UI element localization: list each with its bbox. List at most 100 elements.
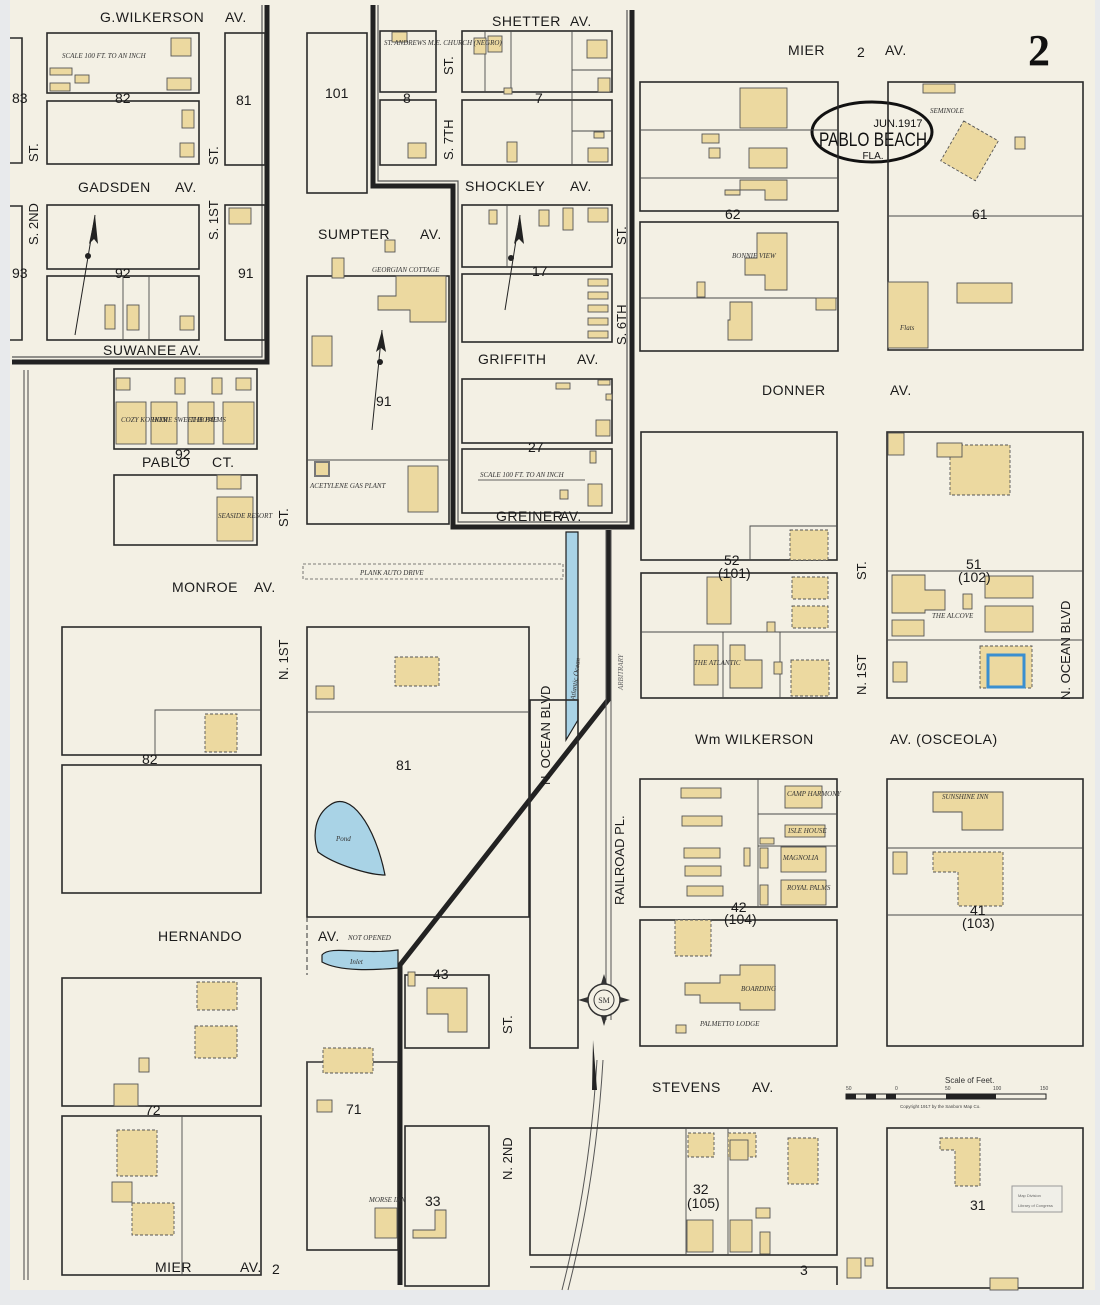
- label-boarding: BOARDING: [741, 985, 776, 993]
- map-paper: [10, 0, 1095, 1290]
- block-42: 42: [731, 899, 747, 915]
- cartouche-place: PABLO BEACH: [819, 130, 927, 151]
- label-bonnie-view: BONNIE VIEW: [732, 252, 777, 260]
- cartouche-date: JUN.1917: [874, 118, 923, 130]
- street-s-1st: S. 1ST: [206, 200, 221, 240]
- label-inlet: Inlet: [349, 958, 364, 966]
- street-gadsden: GADSDEN: [78, 179, 151, 195]
- street-mier-north-av: AV.: [885, 42, 907, 58]
- block-91-north: 91: [238, 265, 254, 281]
- title-cartouche: JUN.1917 PABLO BEACH FLA.: [810, 100, 934, 164]
- street-n-1st: N. 1ST: [276, 639, 291, 680]
- street-st-7th-north: ST.: [441, 56, 456, 75]
- bottom-blocks: [529, 1127, 1084, 1291]
- street-griffith: GRIFFITH: [478, 351, 547, 367]
- scale-tick: 100: [993, 1086, 1002, 1092]
- stamp-line-1: Map Division: [1018, 1193, 1041, 1198]
- street-st-n2nd: ST.: [500, 1015, 515, 1034]
- street-st-n1st-top: ST.: [276, 508, 291, 527]
- cartouche-state: FLA.: [862, 151, 883, 162]
- street-s-6th: S. 6TH: [614, 305, 629, 345]
- block-41-sub: (103): [962, 915, 995, 931]
- street-mier-south-av: AV.: [240, 1259, 262, 1275]
- label-seminole: SEMINOLE: [930, 107, 965, 115]
- block-41: 41: [970, 902, 986, 918]
- inlet: [321, 949, 399, 971]
- scale-note-1: SCALE 100 FT. TO AN INCH: [62, 52, 147, 60]
- label-magnolia: MAGNOLIA: [782, 854, 819, 862]
- concrete-block-building: [986, 653, 1026, 689]
- block-82-south: 82: [142, 751, 158, 767]
- street-wm-wilkerson: Wm WILKERSON: [695, 731, 814, 747]
- block-81-north: 81: [236, 92, 252, 108]
- label-the-alcove: THE ALCOVE: [932, 612, 974, 620]
- street-n-ocean-blvd-west: N. OCEAN BLVD: [538, 686, 553, 785]
- block-91-south: 91: [376, 393, 392, 409]
- street-suwanee-av: AV.: [180, 342, 202, 358]
- label-flats: Flats: [899, 324, 915, 332]
- west-blocks: [23, 370, 262, 1280]
- label-pond: Pond: [335, 835, 351, 843]
- inset-boundaries: [12, 5, 635, 1285]
- label-palmetto-lodge: PALMETTO LODGE: [699, 1020, 760, 1028]
- street-gadsden-av: AV.: [175, 179, 197, 195]
- label-plank-auto-drive: PLANK AUTO DRIVE: [359, 569, 424, 577]
- street-n-1st-east: N. 1ST: [854, 654, 869, 695]
- street-pablo: PABLO: [142, 454, 190, 470]
- block-71: 71: [346, 1101, 362, 1117]
- sheet-number: 2: [1028, 26, 1050, 75]
- block-61: 61: [972, 206, 988, 222]
- block-92-north: 92: [115, 265, 131, 281]
- label-isle-house: ISLE HOUSE: [787, 827, 827, 835]
- block-42-sub: (104): [724, 911, 757, 927]
- svg-text:SM: SM: [598, 996, 610, 1005]
- block-43: 43: [433, 966, 449, 982]
- street-monroe-av: AV.: [254, 579, 276, 595]
- block-62: 62: [725, 206, 741, 222]
- scale-bar: Scale of Feet. 50 0 50 100 150 Copyright…: [845, 1076, 1049, 1109]
- atlantic-ocean-strip: [565, 531, 579, 743]
- block-72: 72: [145, 1102, 161, 1118]
- street-shetter: SHETTER: [492, 13, 561, 29]
- block-92-pablo: 92: [175, 446, 191, 462]
- block-51-sub: (102): [958, 569, 991, 585]
- street-sumpter: SUMPTER: [318, 226, 390, 242]
- block-31: 31: [970, 1197, 986, 1213]
- street-s-2nd: S. 2ND: [26, 203, 41, 245]
- block-33: 33: [425, 1193, 441, 1209]
- street-donner: DONNER: [762, 382, 826, 398]
- block-93: 93: [12, 265, 28, 281]
- east-blocks-south: [639, 778, 1084, 1047]
- block-51: 51: [966, 556, 982, 572]
- label-georgian-cottage: GEORGIAN COTTAGE: [372, 266, 440, 274]
- inset-northwest: [10, 32, 266, 341]
- street-stevens: STEVENS: [652, 1079, 721, 1095]
- block-101: 101: [325, 85, 349, 101]
- street-hernando-av: AV.: [318, 928, 340, 944]
- street-hernando: HERNANDO: [158, 928, 242, 944]
- street-shockley: SHOCKLEY: [465, 178, 545, 194]
- compass-rose-icon: SM: [578, 974, 630, 1026]
- railroad: SM: [561, 530, 630, 1291]
- label-royal-palms: ROYAL PALMS: [786, 884, 831, 892]
- adjoining-sheet-2: 2: [272, 1261, 280, 1277]
- street-st-west: ST.: [26, 143, 41, 162]
- street-mier-north: MIER: [788, 42, 825, 58]
- street-suwanee: SUWANEE: [103, 342, 177, 358]
- label-morse-inn: MORSE INN: [368, 1196, 406, 1204]
- street-stevens-av: AV.: [752, 1079, 774, 1095]
- scale-tick: 0: [895, 1086, 898, 1092]
- adjoining-sheet-3: 3: [800, 1262, 808, 1278]
- block-8: 8: [403, 90, 411, 106]
- block-52: 52: [724, 552, 740, 568]
- blocks-71-43-33: [306, 699, 579, 1287]
- block-52-sub: (101): [718, 565, 751, 581]
- scale-tick: 150: [1040, 1086, 1049, 1092]
- street-greiner: GREINER: [496, 508, 563, 524]
- street-n-ocean-blvd-east: N. OCEAN BLVD: [1058, 601, 1073, 700]
- block-7: 7: [535, 90, 543, 106]
- label-the-atlantic: THE ATLANTIC: [694, 659, 741, 667]
- label-sunshine-inn: SUNSHINE INN: [942, 793, 989, 801]
- block-27: 27: [528, 439, 544, 455]
